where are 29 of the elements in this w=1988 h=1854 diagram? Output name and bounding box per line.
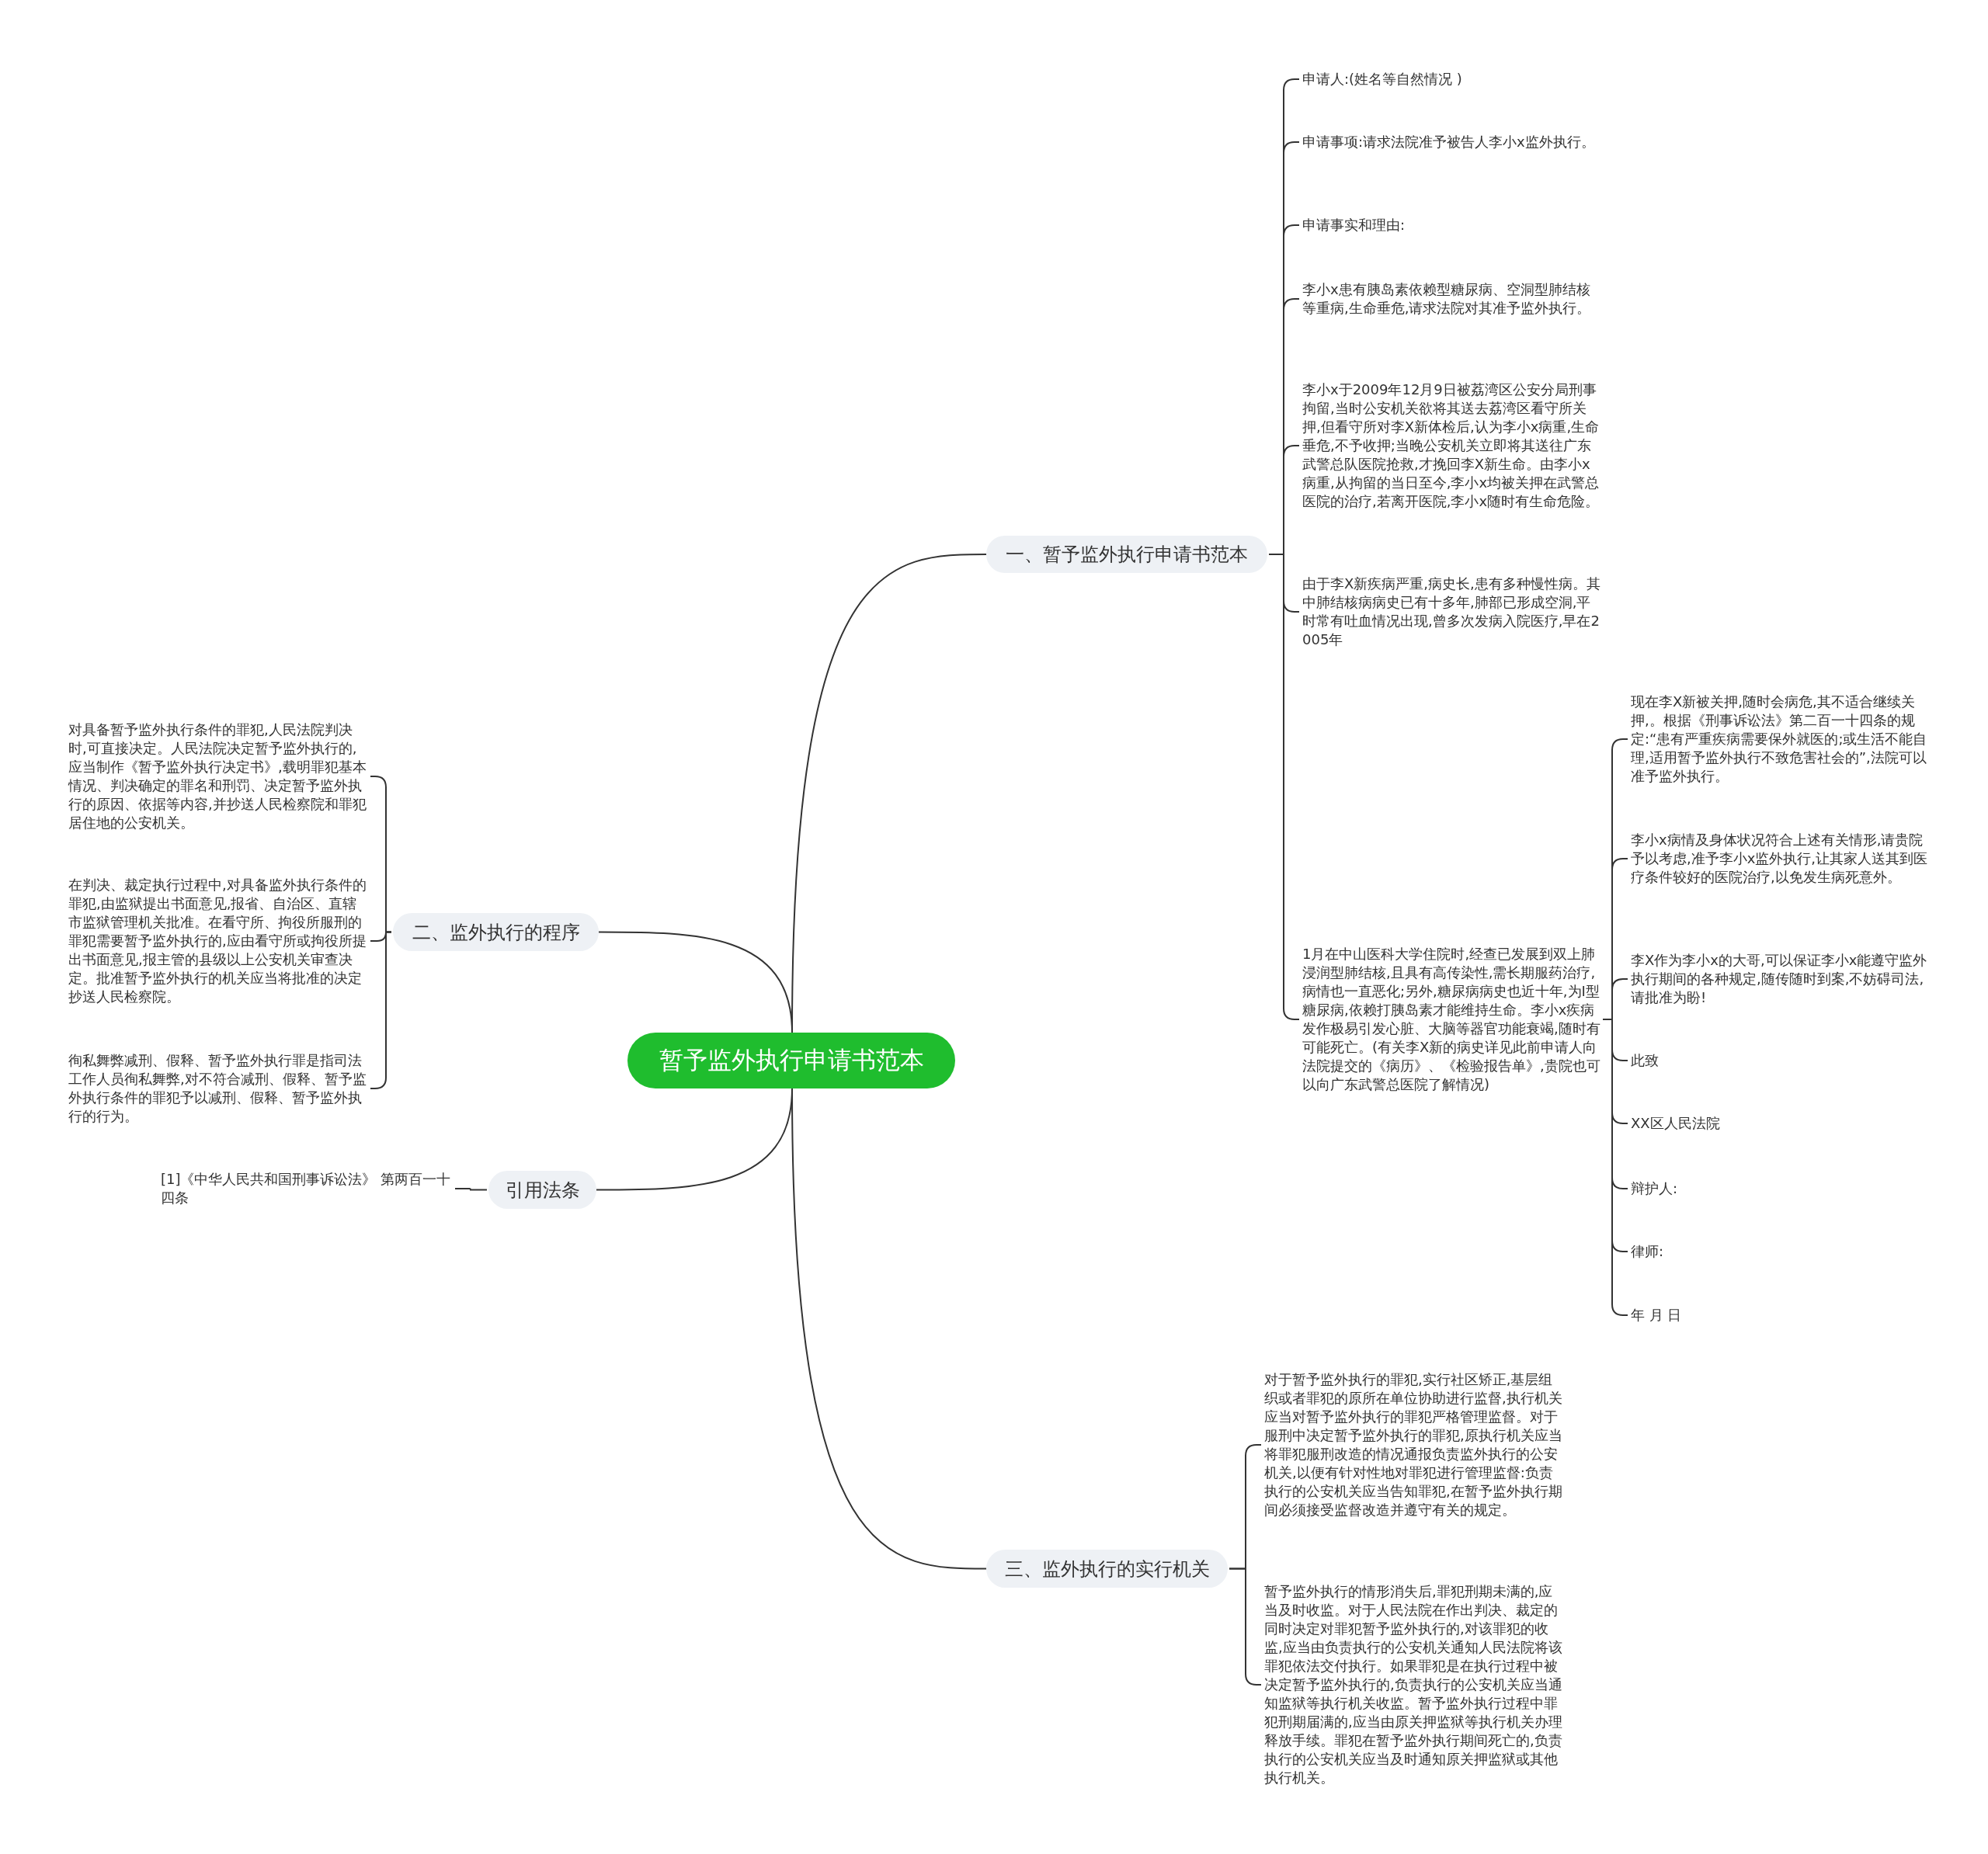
note-text: 年 月 日 xyxy=(1631,1306,1930,1325)
connector-line xyxy=(454,1188,488,1191)
branch-topic-box: 二、监外执行的程序 xyxy=(393,913,599,951)
note-text: 徇私舞弊减刑、假释、暂予监外执行罪是指司法工作人员徇私舞弊,对不符合减刑、假释、暂予监外执行条件的罪犯予以减刑、假释、暂予监外执行的行为。 xyxy=(68,1051,367,1126)
note-text: 此致 xyxy=(1631,1051,1930,1070)
note-text: 现在李X新被关押,随时会病危,其不适合继续关押,。根据《刑事诉讼法》第二百一十四条的规定:“患有严重疾病需要保外就医的;或生活不能自理,适用暂予监外执行不致危害社会的”,法院可以准予监外执行。 xyxy=(1631,693,1930,786)
note-text: [1]《中华人民共和国刑事诉讼法》 第两百一十四条 xyxy=(161,1170,452,1207)
note-text: XX区人民法院 xyxy=(1631,1114,1930,1133)
note-text: 在判决、裁定执行过程中,对具备监外执行条件的罪犯,由监狱提出书面意见,报省、自治区、直辖市监狱管理机关批准。在看守所、拘役所服刑的罪犯需要暂予监外执行的,应由看守所或拘役所提出书面意见,报主管的县级以上公安机关审查决定。批准暂予监外执行的机关应当将批准的决定抄送人民检察院。 xyxy=(68,876,367,1006)
note-text: 申请事实和理由: xyxy=(1302,216,1601,234)
note-text: 申请人:(姓名等自然情况 ) xyxy=(1302,70,1601,89)
note-text: 由于李X新疾病严重,病史长,患有多种慢性病。其中肺结核病病史已有十多年,肺部已形成空洞,平时常有吐血情况出现,曾多次发病入院医疗,早在2005年 xyxy=(1302,575,1601,649)
note-text: 1月在中山医科大学住院时,经查已发展到双上肺浸润型肺结核,且具有高传染性,需长期服药治疗,病情也一直恶化;另外,糖尿病病史也近十年,为I型糖尿病,依赖打胰岛素才能维持生命。李小x疾病发作极易引发心脏、大脑等器官功能衰竭,随时有可能死亡。(有关李X新的病史详见此前申请人向法院提交的《病历》、《检验报告单》,贵院也可以向广东武警总医院了解情况) xyxy=(1302,945,1601,1094)
connector-line xyxy=(598,931,793,1033)
note-text: 李小x患有胰岛素依赖型糖尿病、空洞型肺结核等重病,生命垂危,请求法院对其准予监外执行。 xyxy=(1302,280,1601,318)
note-text: 李X作为李小x的大哥,可以保证李小x能遵守监外执行期间的各种规定,随传随时到案,不妨碍司法,请批准为盼! xyxy=(1631,951,1930,1007)
branch-topic-box: 三、监外执行的实行机关 xyxy=(986,1550,1228,1588)
note-text: 对于暂予监外执行的罪犯,实行社区矫正,基层组织或者罪犯的原所在单位协助进行监督,执行机关应当对暂予监外执行的罪犯严格管理监督。对于服刑中决定暂予监外执行的罪犯,原执行机关应当将罪犯服刑改造的情况通报负责监外执行的公安机关,以便有针对性地对罪犯进行管理监督:负责执行的公安机关应当告知罪犯,在暂予监外执行期间必须接受监督改造并遵守有关的规定。 xyxy=(1264,1370,1563,1519)
note-text: 李小x病情及身体状况符合上述有关情形,请贵院予以考虑,准予李小x监外执行,让其家人送其到医疗条件较好的医院治疗,以免发生病死意外。 xyxy=(1631,831,1930,887)
central-topic-box: 暂予监外执行申请书范本 xyxy=(627,1033,955,1088)
note-text: 辩护人: xyxy=(1631,1179,1930,1198)
branch-topic-box: 引用法条 xyxy=(488,1171,596,1209)
note-text: 对具备暂予监外执行条件的罪犯,人民法院判决时,可直接决定。人民法院决定暂予监外执行的,应当制作《暂予监外执行决定书》,载明罪犯基本情况、判决确定的罪名和刑罚、决定暂予监外执行的原因、依据等内容,并抄送人民检察院和罪犯居住地的公安机关。 xyxy=(68,720,367,832)
note-text: 申请事项:请求法院准予被告人李小x监外执行。 xyxy=(1302,133,1601,151)
connector-line xyxy=(791,1088,987,1570)
note-text: 律师: xyxy=(1631,1242,1930,1261)
branch-topic-box: 一、暂予监外执行申请书范本 xyxy=(986,536,1267,573)
note-text: 李小x于2009年12月9日被荔湾区公安分局刑事拘留,当时公安机关欲将其送去荔湾区看守所关押,但看守所对李X新体检后,认为李小x病重,生命垂危,不予收押;当晚公安机关立即将其送往广东武警总队医院抢救,才挽回李X新生命。由李小x病重,从拘留的当日至今,李小x均被关押在武警总医院的治疗,若离开医院,李小x随时有生命危险。 xyxy=(1302,380,1601,511)
note-text: 暂予监外执行的情形消失后,罪犯刑期未满的,应当及时收监。对于人民法院在作出判决、裁定的同时决定对罪犯暂予监外执行的,对该罪犯的收监,应当由负责执行的公安机关通知人民法院将该罪犯依法交付执行。如果罪犯是在执行过程中被决定暂予监外执行的,负责执行的公安机关应当通知监狱等执行机关收监。暂予监外执行过程中罪犯刑期届满的,应当由原关押监狱等执行机关办理释放手续。罪犯在暂予监外执行期间死亡的,负责执行的公安机关应当及时通知原关押监狱或其他执行机关。 xyxy=(1264,1582,1563,1787)
